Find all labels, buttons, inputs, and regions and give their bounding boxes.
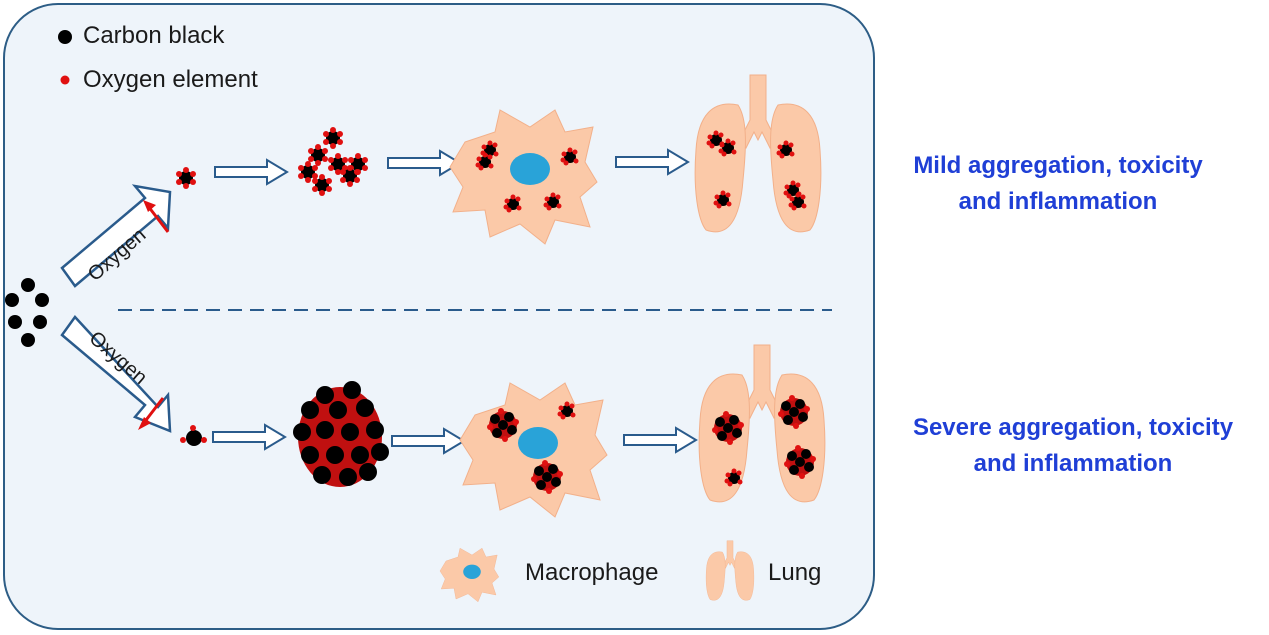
mild-outcome-line2: and inflammation [958, 188, 1158, 215]
less-oxidized-particle-icon [180, 425, 207, 446]
legend-oxygen-element-label: Oxygen element [83, 66, 258, 93]
lung-legend-icon [705, 540, 755, 601]
hollow-arrow-icon [615, 149, 689, 175]
legend-carbon-black-label: Carbon black [83, 22, 225, 49]
macrophage-legend-icon [439, 548, 499, 602]
severe-outcome-line2: and inflammation [973, 450, 1173, 477]
mild-outcome-line1: Mild aggregation, toxicity [913, 152, 1203, 179]
mild-outcome-label: Mild aggregation, toxicity and inflammat… [878, 148, 1238, 220]
lung-mild [694, 74, 822, 233]
carbon-black-legend-icon [58, 30, 72, 44]
legend-lung-label: Lung [768, 559, 822, 586]
severe-aggregate [293, 381, 389, 487]
mild-aggregate [298, 127, 368, 196]
severe-outcome-line1: Severe aggregation, toxicity [912, 414, 1234, 441]
oxidized-particle-icon [176, 167, 196, 189]
legend-macrophage-label: Macrophage [525, 559, 659, 586]
hollow-arrow-icon [212, 424, 286, 450]
oxygen-arrow-top: Oxygen [60, 184, 172, 288]
lung-severe [698, 344, 826, 503]
carbon-black-cluster [5, 278, 49, 347]
severe-outcome-label: Severe aggregation, toxicity and inflamm… [878, 410, 1268, 482]
oxygen-element-legend-icon [60, 75, 70, 85]
hollow-arrow-icon [214, 159, 288, 185]
hollow-arrow-icon [387, 150, 461, 176]
macrophage-severe [459, 382, 608, 518]
macrophage-mild [449, 109, 598, 245]
hollow-arrow-icon [391, 428, 465, 454]
oxygen-arrow-bottom: Oxygen [60, 315, 172, 433]
hollow-arrow-icon [623, 427, 697, 453]
